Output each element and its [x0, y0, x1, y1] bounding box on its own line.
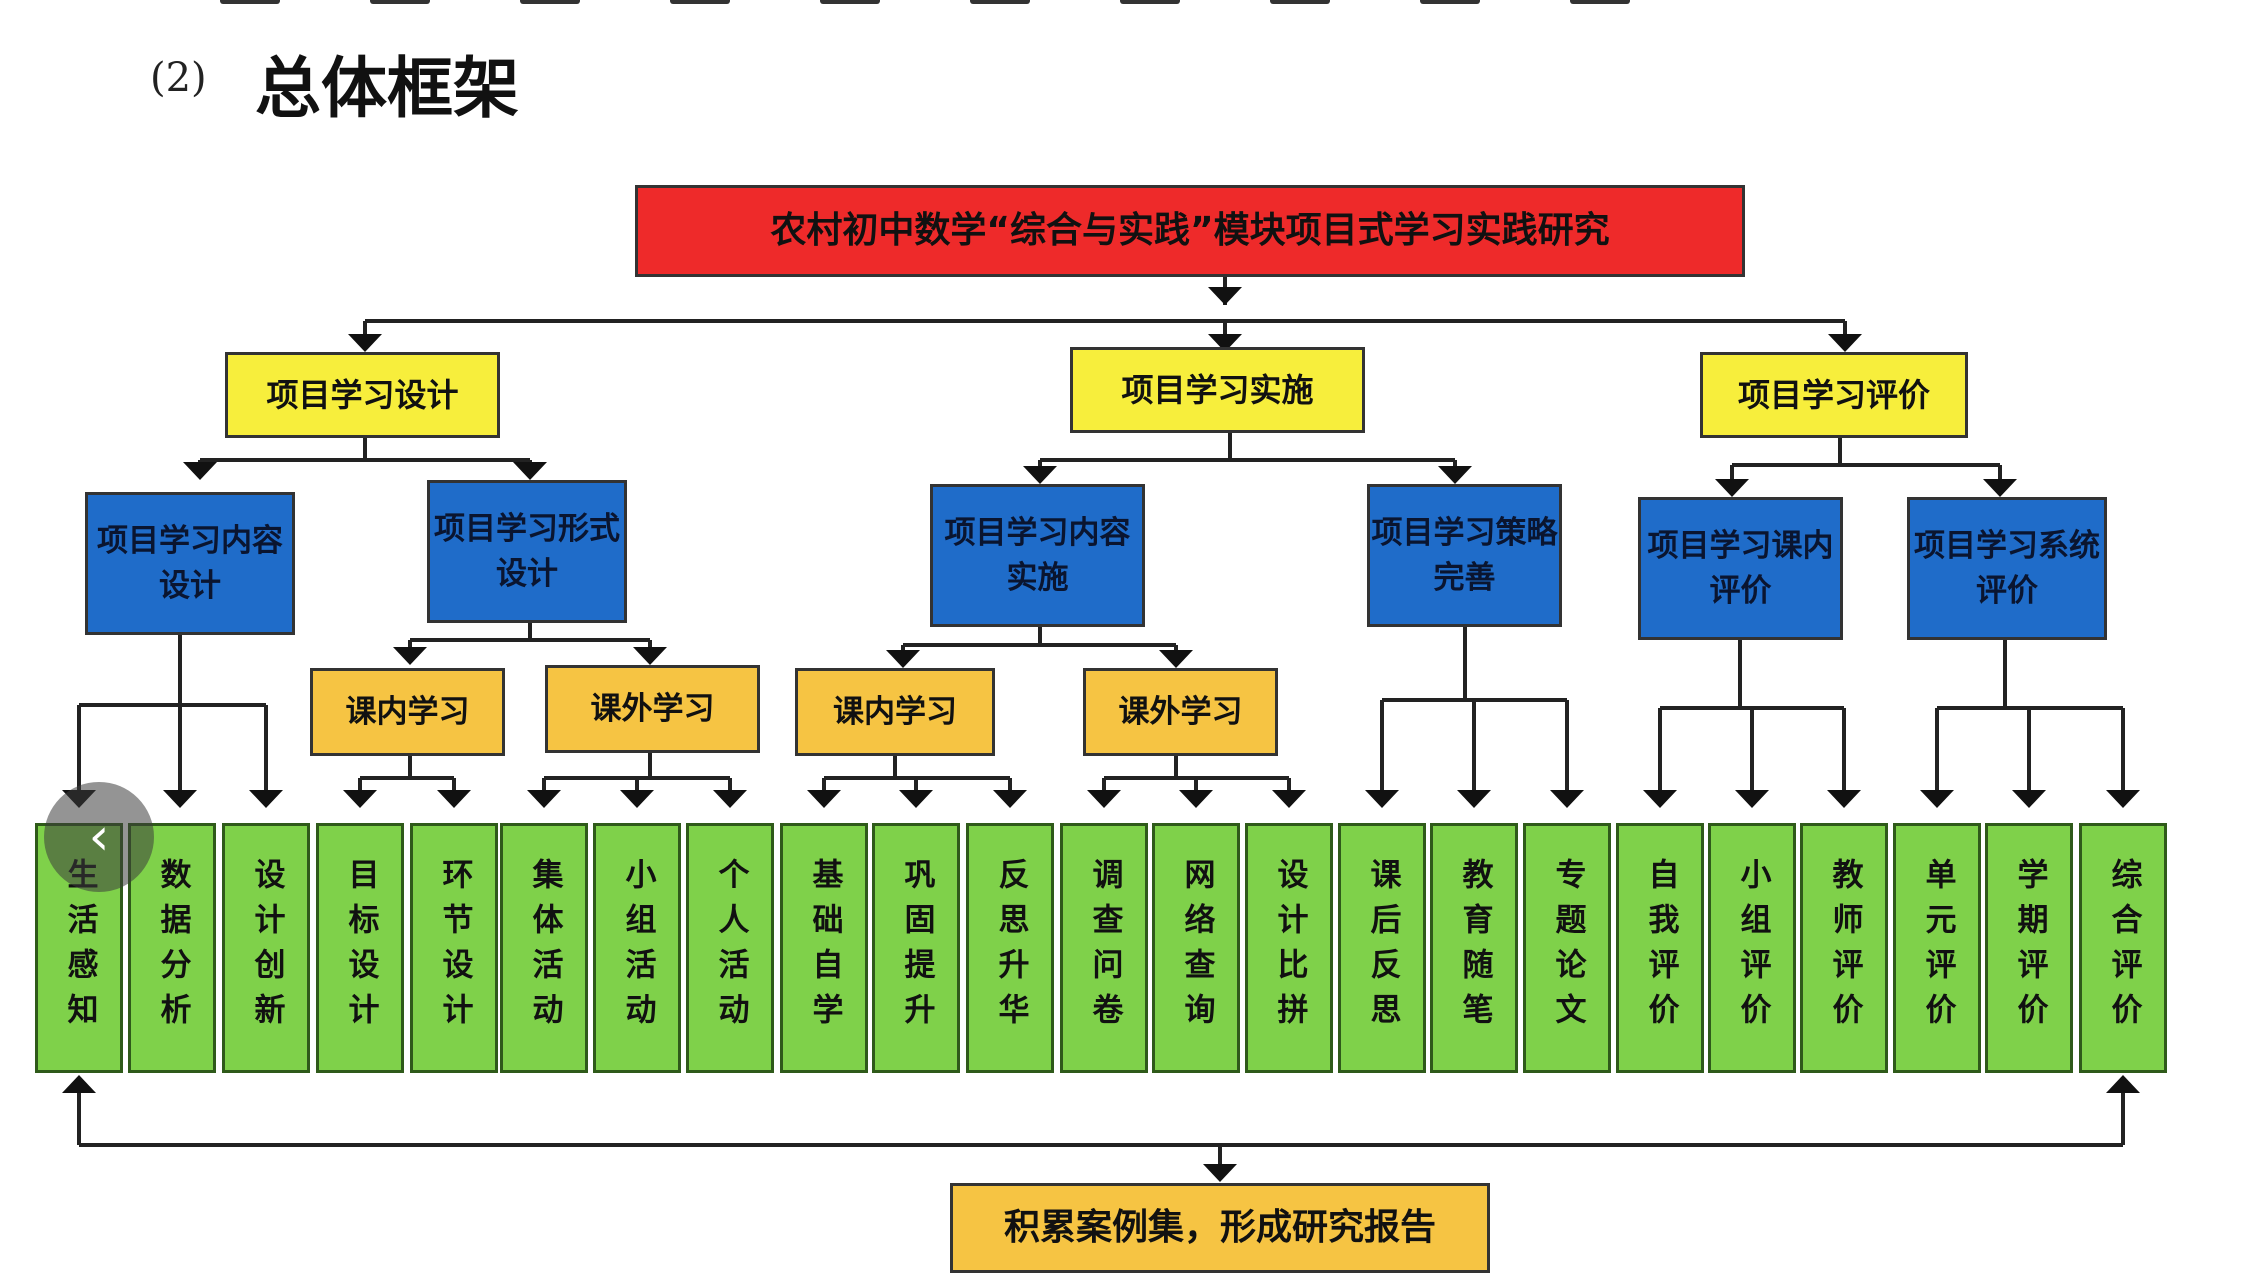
leaf-node: 集体活动: [500, 823, 588, 1073]
leaf-node: 调查问卷: [1060, 823, 1148, 1073]
leaf-node: 数据分析: [128, 823, 216, 1073]
l2-system-eval: 项目学习系统评价: [1907, 497, 2107, 640]
cropped-text-top: [220, 0, 1720, 8]
leaf-node: 反思升华: [966, 823, 1054, 1073]
leaf-node: 综合评价: [2079, 823, 2167, 1073]
l3-inclass-1: 课内学习: [310, 668, 505, 756]
leaf-node: 自我评价: [1616, 823, 1704, 1073]
l2-content-design: 项目学习内容设计: [85, 492, 295, 635]
l2-inclass-eval: 项目学习课内评价: [1638, 497, 1843, 640]
leaf-node: 环节设计: [410, 823, 498, 1073]
leaf-node: 小组评价: [1708, 823, 1796, 1073]
leaf-node: 单元评价: [1893, 823, 1981, 1073]
l3-outclass-1: 课外学习: [545, 665, 760, 753]
heading-number: (2): [150, 55, 207, 101]
leaf-node: 小组活动: [593, 823, 681, 1073]
leaf-node: 网络查询: [1152, 823, 1240, 1073]
heading-title: 总体框架: [255, 50, 519, 127]
conclusion-node: 积累案例集，形成研究报告: [950, 1183, 1490, 1273]
l2-strategy: 项目学习策略完善: [1367, 484, 1562, 627]
leaf-node: 个人活动: [686, 823, 774, 1073]
leaf-node: 教育随笔: [1430, 823, 1518, 1073]
leaf-node: 巩固提升: [872, 823, 960, 1073]
leaf-node: 基础自学: [780, 823, 868, 1073]
l1-design: 项目学习设计: [225, 352, 500, 438]
leaf-node: 专题论文: [1523, 823, 1611, 1073]
l3-outclass-2: 课外学习: [1083, 668, 1278, 756]
leaf-node: 设计创新: [222, 823, 310, 1073]
root-node: 农村初中数学“综合与实践”模块项目式学习实践研究: [635, 185, 1745, 277]
l3-inclass-2: 课内学习: [795, 668, 995, 756]
leaf-node: 目标设计: [316, 823, 404, 1073]
l2-content-implement: 项目学习内容实施: [930, 484, 1145, 627]
leaf-node: 教师评价: [1800, 823, 1888, 1073]
leaf-node: 学期评价: [1985, 823, 2073, 1073]
leaf-node: 课后反思: [1338, 823, 1426, 1073]
leaf-node: 设计比拼: [1245, 823, 1333, 1073]
l2-form-design: 项目学习形式设计: [427, 480, 627, 623]
l1-implement: 项目学习实施: [1070, 347, 1365, 433]
l1-evaluate: 项目学习评价: [1700, 352, 1968, 438]
chevron-left-icon[interactable]: ‹: [44, 782, 154, 892]
